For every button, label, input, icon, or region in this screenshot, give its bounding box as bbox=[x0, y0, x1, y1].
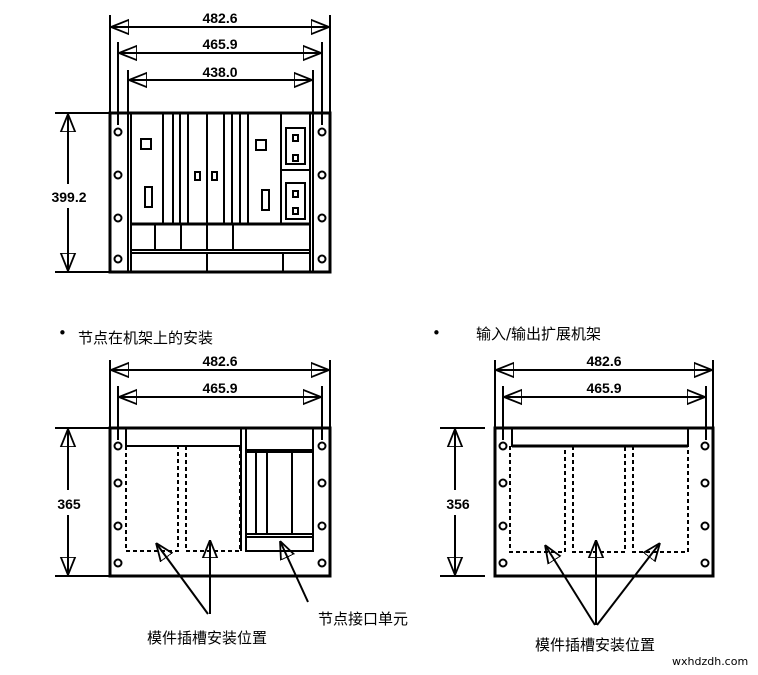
node-width-outer: 482.6 bbox=[202, 353, 237, 369]
top-width-outer: 482.6 bbox=[202, 10, 237, 26]
io-width-outer: 482.6 bbox=[586, 353, 621, 369]
node-width-mid: 465.9 bbox=[202, 380, 237, 396]
watermark: wxhdzdh.com bbox=[672, 655, 748, 668]
bullet: • bbox=[58, 324, 67, 342]
top-height: 399.2 bbox=[51, 189, 86, 205]
top-width-mid: 465.9 bbox=[202, 36, 237, 52]
io-rack bbox=[440, 360, 715, 626]
node-slots-label: 模件插槽安装位置 bbox=[147, 629, 267, 647]
node-height: 365 bbox=[57, 496, 81, 512]
io-height: 356 bbox=[446, 496, 470, 512]
io-width-mid: 465.9 bbox=[586, 380, 621, 396]
node-unit-label: 节点接口单元 bbox=[318, 610, 408, 628]
node-rack-caption: 节点在机架上的安装 bbox=[78, 329, 213, 347]
top-width-inner: 438.0 bbox=[202, 64, 237, 80]
bullet: • bbox=[432, 324, 441, 342]
io-rack-caption: 输入/输出扩展机架 bbox=[476, 325, 601, 343]
io-slots-label: 模件插槽安装位置 bbox=[535, 636, 655, 654]
node-rack bbox=[55, 360, 332, 615]
top-rack bbox=[55, 15, 332, 274]
